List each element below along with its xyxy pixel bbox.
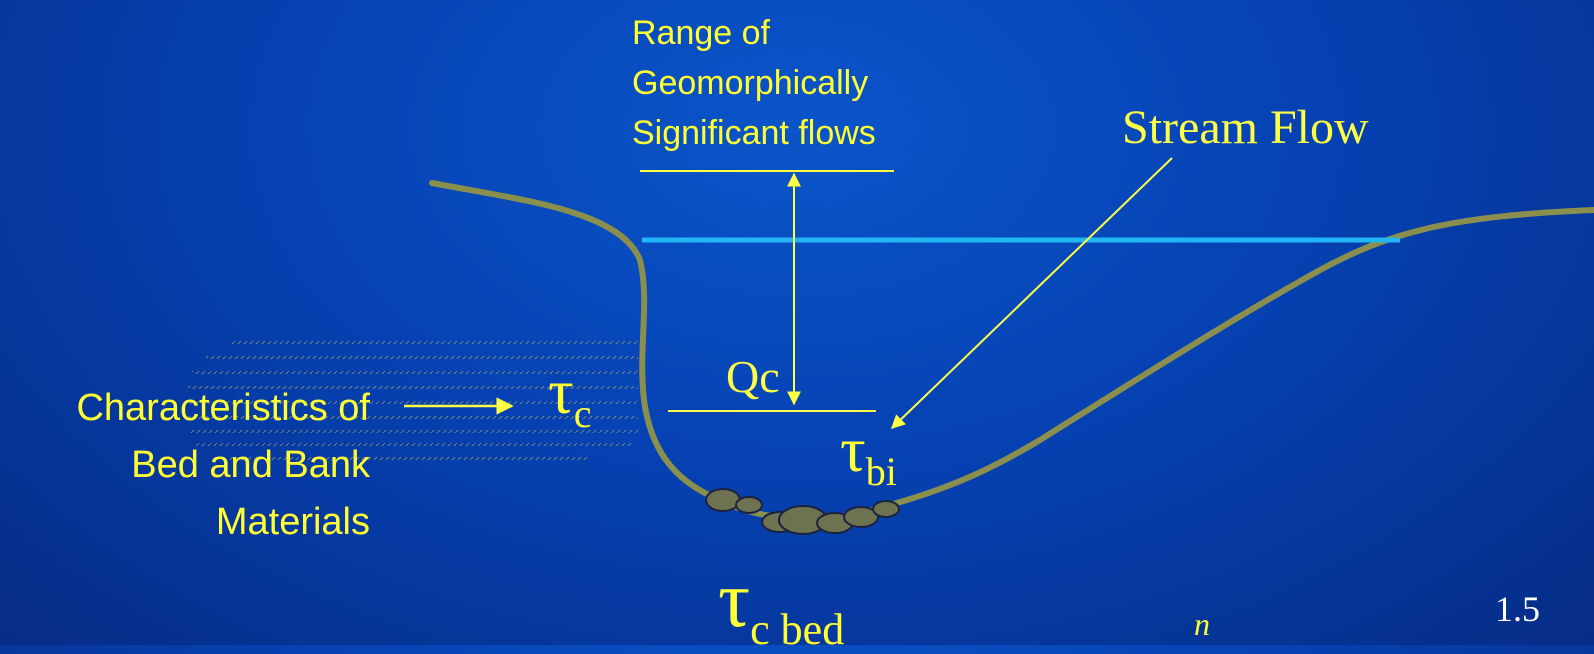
- range-label-line3: Significant flows: [632, 114, 876, 152]
- range-label-line1: Range of: [632, 14, 770, 52]
- tau-c-bed-symbol: τc bed: [718, 560, 844, 652]
- tau-bi-subscript: bi: [865, 449, 897, 494]
- tau-bi-symbol: τbi: [840, 418, 897, 492]
- tau-c-subscript: c: [573, 391, 592, 436]
- tau-c-symbol: τc: [548, 360, 591, 434]
- channel-bank-line: [429, 180, 1594, 522]
- tau-c-bed-glyph: τ: [718, 556, 751, 644]
- n-label: n: [1194, 606, 1210, 642]
- stone: [705, 488, 741, 512]
- tau-bi-glyph: τ: [840, 414, 866, 485]
- materials-label: Characteristics of Bed and Bank Material…: [10, 380, 370, 551]
- stone: [735, 496, 763, 514]
- stone: [843, 506, 879, 528]
- stream-flow-label: Stream Flow: [1122, 101, 1369, 154]
- tau-c-glyph: τ: [548, 356, 574, 427]
- range-label-line2: Geomorphically: [632, 64, 869, 102]
- slide-number: 1.5: [1495, 589, 1540, 629]
- qc-label: Qc: [726, 351, 780, 402]
- materials-label-line2: Bed and Bank: [131, 444, 370, 486]
- tau-c-bed-subscript: c bed: [750, 605, 845, 654]
- range-label: Range of Geomorphically Significant flow…: [632, 8, 876, 158]
- materials-label-line3: Materials: [215, 501, 370, 543]
- bed-stones: [705, 488, 900, 535]
- materials-label-line1: Characteristics of: [76, 387, 370, 429]
- stream-flow-arrow: [890, 157, 1173, 429]
- bank-material-hatching: [186, 341, 638, 460]
- stone: [872, 500, 900, 518]
